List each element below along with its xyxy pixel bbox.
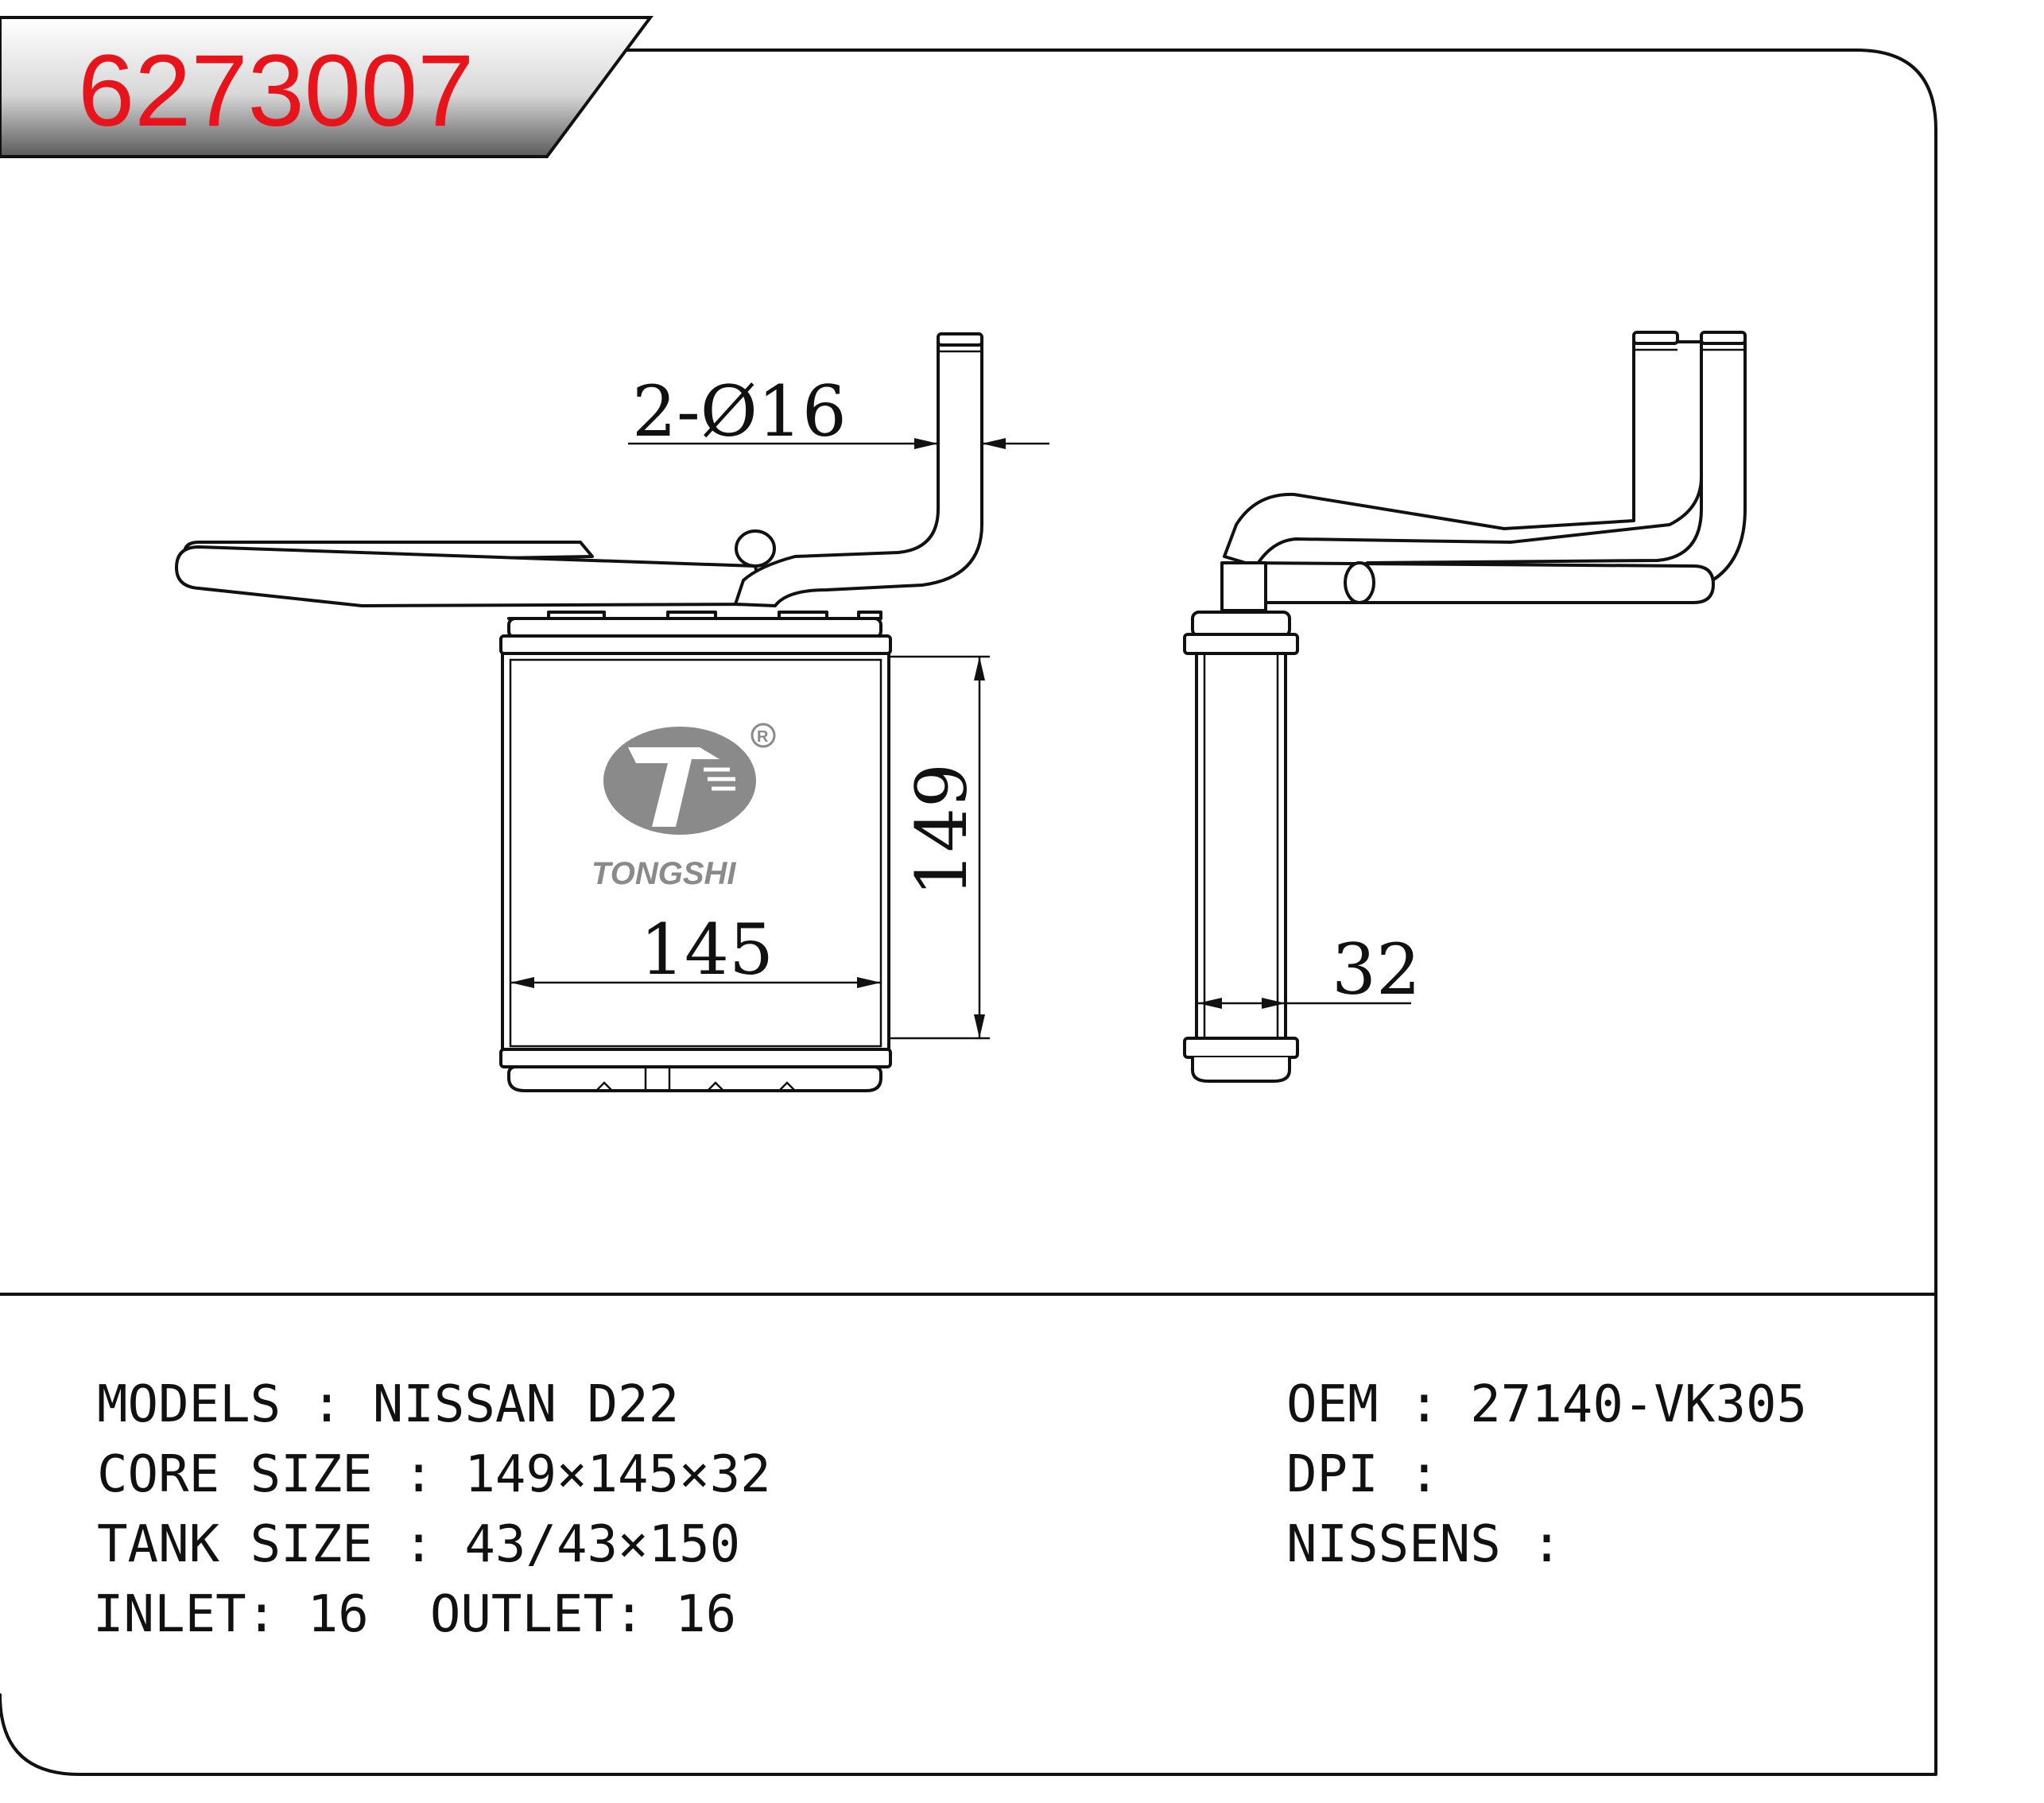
spec-nissens: NISSENS : xyxy=(1286,1515,1562,1574)
registered-mark: R xyxy=(757,728,769,746)
brand-name: TONGSHI xyxy=(591,856,736,891)
height-label: 149 xyxy=(901,763,983,897)
pipe-diameter-label: 2-Ø16 xyxy=(632,370,847,452)
front-view: 2-Ø16 149 145 R TONGSHI xyxy=(175,332,1049,1092)
side-view: 32 xyxy=(1183,331,1747,1083)
spec-models: MODELS : NISSAN D22 xyxy=(97,1375,680,1434)
width-label: 145 xyxy=(640,909,774,991)
spec-tank-size: TANK SIZE : 43/43×150 xyxy=(97,1515,741,1574)
brand-logo: R TONGSHI xyxy=(591,723,776,891)
frame-border xyxy=(0,48,1937,1776)
spec-core-size: CORE SIZE : 149×145×32 xyxy=(97,1445,771,1504)
part-number-tab: 6273007 xyxy=(0,16,654,158)
spec-dpi: DPI : xyxy=(1286,1445,1440,1504)
spec-inlet-outlet: INLET: 16 OUTLET: 16 xyxy=(93,1585,737,1644)
part-number: 6273007 xyxy=(78,34,474,148)
spec-oem: OEM : 27140-VK305 xyxy=(1286,1375,1808,1434)
depth-label: 32 xyxy=(1332,929,1421,1010)
